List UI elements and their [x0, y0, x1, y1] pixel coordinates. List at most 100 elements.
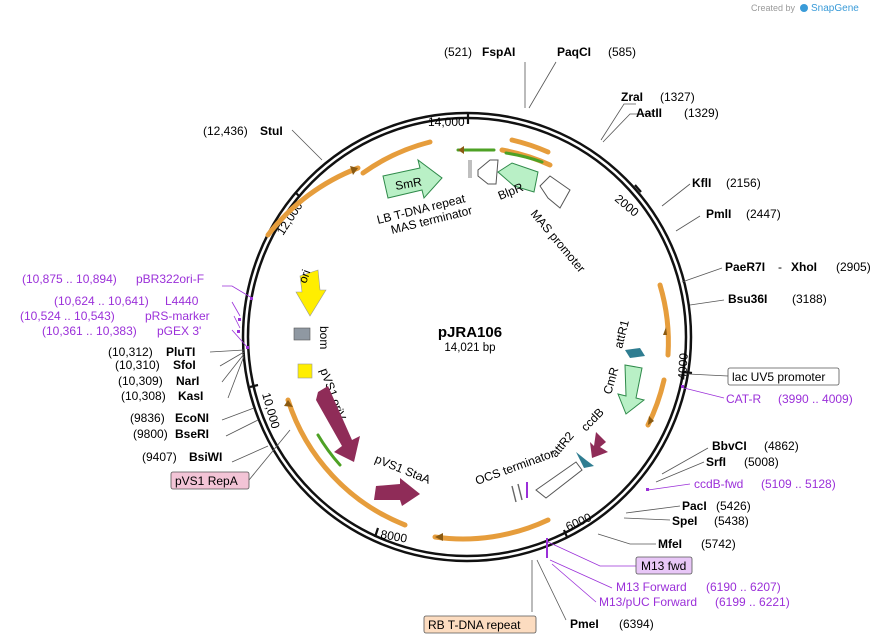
box-rb-tdna[interactable]: RB T-DNA repeat [423, 615, 537, 634]
site-kfli-pos: (2156) [726, 176, 761, 190]
blpr-arrow [497, 162, 539, 193]
feature-cmr[interactable]: CmR [600, 364, 646, 415]
primer-prs-marker[interactable]: (10,524 .. 10,543) pRS-marker [20, 309, 210, 323]
feature-smr[interactable]: SmR [382, 158, 443, 200]
site-srfi[interactable]: SrfI (5008) [706, 455, 779, 469]
cmr-label: CmR [600, 365, 621, 395]
primer-mark-ccdb [646, 488, 649, 491]
tick-10000 [249, 383, 259, 389]
primer-catr-range: (3990 .. 4009) [778, 392, 853, 406]
box-lac-uv5[interactable]: lac UV5 promoter [727, 367, 840, 386]
ccdb-arrow [590, 432, 608, 458]
leader-paci [625, 505, 681, 514]
primer-cat-r[interactable]: CAT-R (3990 .. 4009) [726, 392, 853, 406]
site-fspai[interactable]: (521) FspAI [444, 45, 515, 59]
site-paer7i-dash: - [778, 260, 782, 274]
feature-ori[interactable]: ori [295, 268, 327, 317]
site-econi[interactable]: (9836) EcoNI [130, 411, 209, 425]
arrowhead-5 [284, 400, 293, 407]
leader-econi [221, 407, 255, 421]
site-fspai-name: FspAI [482, 45, 515, 59]
leader-pgex [231, 329, 249, 349]
pvs1-staa-arrow [374, 478, 420, 506]
primer-labels: (10,875 .. 10,894) pBR322ori-F (10,624 .… [20, 272, 853, 609]
primer-mark-catr [681, 385, 684, 388]
site-bsiwi[interactable]: (9407) BsiWI [142, 450, 222, 464]
site-bbvci-pos: (4862) [764, 439, 799, 453]
site-mfei[interactable]: MfeI (5742) [658, 537, 736, 551]
feature-pvs1-staa-large[interactable] [316, 386, 360, 462]
rb-tick-1 [511, 485, 517, 503]
ori-label: ori [296, 268, 314, 285]
primer-ccdb-range: (5109 .. 5128) [761, 477, 836, 491]
site-pmei[interactable]: PmeI (6394) [570, 617, 654, 631]
site-labels: (521) FspAI PaqCI (585) ZraI (1327) AatI… [108, 45, 871, 631]
site-zrai[interactable]: ZraI (1327) [621, 90, 695, 104]
site-sfoi-name: SfoI [173, 358, 196, 372]
blpr-small-arrow [477, 159, 499, 185]
leader-pmli [675, 215, 701, 232]
ocs-terminator-label: OCS terminator [473, 446, 556, 488]
primer-pgex-name: pGEX 3' [157, 324, 201, 338]
feature-attr1[interactable]: attR1 [611, 318, 645, 358]
site-bbvci[interactable]: BbvCI (4862) [712, 439, 799, 453]
leader-kasi [227, 355, 245, 399]
leader-pluti [209, 349, 245, 353]
primer-m13f-range: (6190 .. 6207) [706, 580, 781, 594]
site-nari[interactable]: (10,309) NarI [118, 374, 199, 388]
site-zrai-name: ZraI [621, 90, 643, 104]
site-paer7i-xhoi[interactable]: PaeR7I - XhoI (2905) [725, 260, 871, 274]
box-m13-fwd[interactable]: M13 fwd [635, 556, 693, 575]
leader-stui [291, 129, 323, 161]
site-paqci[interactable]: PaqCI (585) [557, 45, 636, 59]
site-srfi-pos: (5008) [744, 455, 779, 469]
leader-spei [623, 517, 671, 521]
tick-label-12000: 12,000 [274, 199, 306, 238]
site-bsu36i[interactable]: Bsu36I (3188) [728, 292, 827, 306]
primer-m13-forward[interactable]: M13 Forward (6190 .. 6207) [616, 580, 781, 594]
site-paci[interactable]: PacI (5426) [682, 499, 751, 513]
feature-bom[interactable]: bom [293, 326, 331, 349]
feature-ccdb[interactable]: ccdB [578, 405, 608, 458]
box-pvs1-repa[interactable]: pVS1 RepA [170, 471, 250, 490]
site-sfoi[interactable]: (10,310) SfoI [115, 358, 196, 372]
site-paer7i-pos: (2905) [836, 260, 871, 274]
site-kfli[interactable]: KflI (2156) [692, 176, 761, 190]
feature-pvs1-staa[interactable]: pVS1 StaA [373, 452, 433, 506]
tick-6000 [562, 529, 569, 538]
site-paci-pos: (5426) [716, 499, 751, 513]
plasmid-length: 14,021 bp [444, 342, 495, 354]
site-aatii[interactable]: AatII (1329) [636, 106, 719, 120]
leader-nari [221, 353, 245, 383]
primer-pbr322ori-f[interactable]: (10,875 .. 10,894) pBR322ori-F [22, 272, 204, 286]
primer-ccdb-fwd[interactable]: ccdB-fwd (5109 .. 5128) [694, 477, 836, 491]
site-pmli[interactable]: PmlI (2447) [706, 207, 781, 221]
site-kasi[interactable]: (10,308) KasI [121, 389, 203, 403]
feature-mas-promoter[interactable]: MAS promoter [528, 175, 588, 275]
site-paci-name: PacI [682, 499, 707, 513]
site-stui[interactable]: (12,436) StuI [203, 124, 283, 138]
m13-fwd-box [635, 556, 693, 575]
site-spei[interactable]: SpeI (5438) [672, 514, 749, 528]
primer-l4440-name: L4440 [165, 294, 199, 308]
primer-pgex-3[interactable]: (10,361 .. 10,383) pGEX 3' [42, 324, 201, 338]
primer-m13-puc-forward[interactable]: M13/pUC Forward (6199 .. 6221) [599, 595, 790, 609]
primer-mark-m13 [546, 538, 548, 558]
feature-blpr[interactable]: BlpR [477, 159, 539, 203]
site-pluti[interactable]: (10,312) PluTI [108, 345, 195, 359]
feature-attr2[interactable]: attR2 [548, 429, 594, 468]
site-bseri-name: BseRI [175, 427, 209, 441]
attr2-marker [576, 452, 594, 468]
site-bsiwi-pos: (9407) [142, 450, 177, 464]
site-bseri[interactable]: (9800) BseRI [133, 427, 209, 441]
orf-arc-12000 [265, 165, 361, 238]
orf-green-top-2 [504, 151, 544, 164]
leader-bsu36i [689, 299, 725, 306]
site-pluti-name: PluTI [166, 345, 195, 359]
leader-m13fwd [547, 541, 636, 567]
leader-l4440 [231, 301, 241, 317]
plasmid-name: pJRA106 [438, 324, 502, 341]
primer-l4440[interactable]: (10,624 .. 10,641) L4440 [54, 294, 199, 308]
blpr-label: BlpR [496, 180, 526, 203]
tick-label-10000: 10,000 [259, 391, 283, 430]
